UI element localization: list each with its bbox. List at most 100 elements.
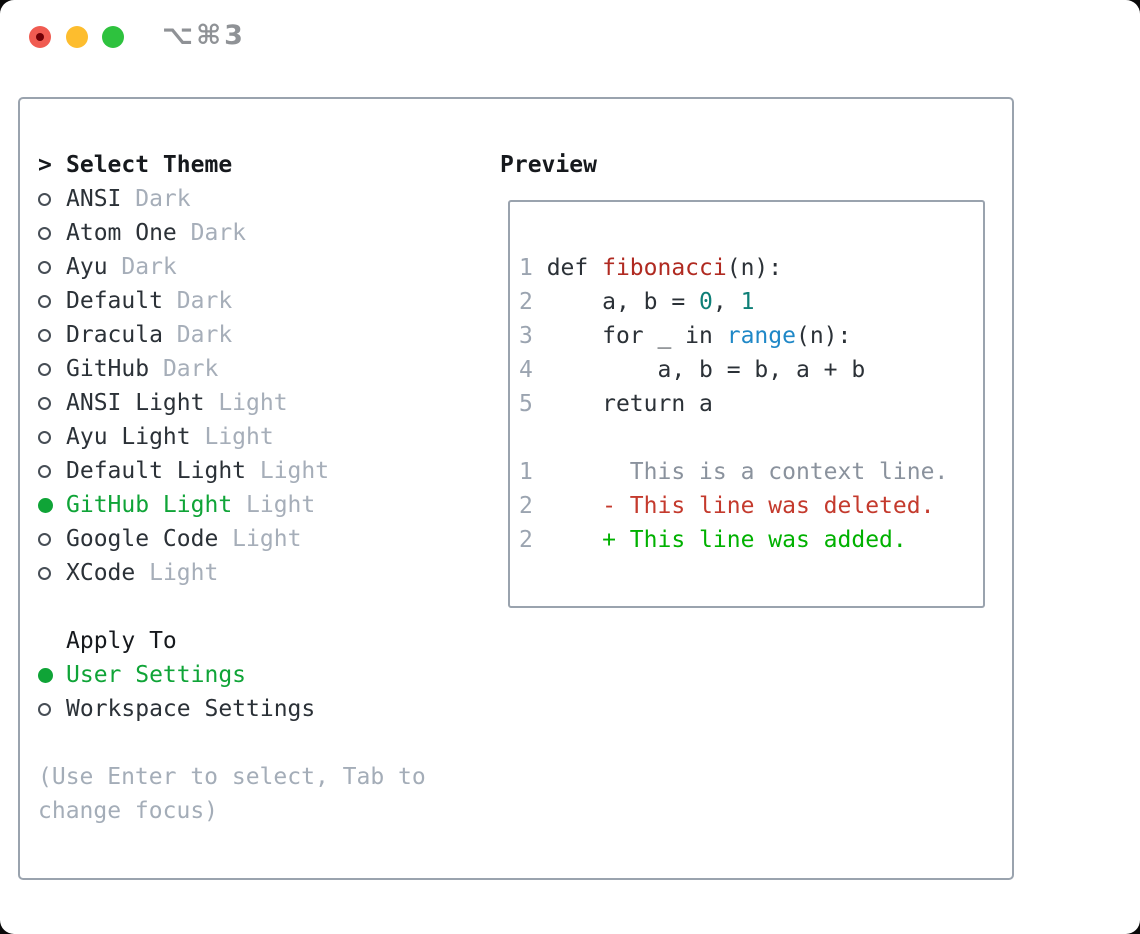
close-button-icon[interactable] [29,26,51,48]
theme-option[interactable]: ANSI Dark [38,182,468,216]
code-blank-line [519,421,979,455]
theme-option[interactable]: Default Dark [38,284,468,318]
theme-variant-label: Dark [176,220,247,246]
option-label: Google Code [66,526,219,552]
radio-unselected-icon [38,464,51,478]
radio-unselected-icon [38,532,51,546]
code-segment-num: 1 [740,289,755,315]
code-line: 2 - This line was deleted. [519,489,979,523]
code-segment-del: - This line was deleted. [546,493,935,519]
option-label: Dracula [66,322,163,348]
code-line: 2 + This line was added. [519,523,979,557]
theme-variant-label: Light [204,390,288,416]
line-number: 4 [519,357,547,383]
theme-option[interactable]: Dracula Dark [38,318,468,352]
code-segment-builtin: range [726,323,796,349]
radio-unselected-icon [38,566,51,580]
line-number: 2 [519,289,547,315]
code-segment-func: fibonacci [602,255,727,281]
theme-option[interactable]: GitHub Dark [38,352,468,386]
radio-unselected-icon [38,294,51,308]
select-theme-header: > Select Theme [38,148,468,182]
radio-unselected-icon [38,260,51,274]
code-segment-fg: a, b = b, a + b [546,357,866,383]
radio-unselected-icon [38,430,51,444]
code-segment-ctx: This is a context line. [546,459,949,485]
theme-variant-label: Light [246,458,330,484]
line-number: 1 [519,255,547,281]
line-number: 1 [519,459,547,485]
minimize-button-icon[interactable] [66,26,88,48]
theme-option[interactable]: Ayu Dark [38,250,468,284]
theme-option[interactable]: Google Code Light [38,522,468,556]
radio-unselected-icon [38,226,51,240]
code-segment-add: + This line was added. [546,527,907,553]
theme-variant-label: Light [232,492,316,518]
theme-option[interactable]: Atom One Dark [38,216,468,250]
spacer [38,590,468,624]
code-segment-fg: , [712,289,741,315]
code-segment-fg: (n): [726,255,783,281]
option-label: ANSI Light [66,390,205,416]
keyboard-hint: (Use Enter to select, Tab to change focu… [38,764,426,824]
radio-unselected-icon [38,396,51,410]
code-line: 4 a, b = b, a + b [519,353,979,387]
radio-unselected-icon [38,328,51,342]
theme-option[interactable]: GitHub Light Light [38,488,468,522]
option-label: ANSI [66,186,122,212]
radio-unselected-icon [38,362,51,376]
zoom-button-icon[interactable] [102,26,124,48]
title-bar: ⌥⌘3 [0,0,1140,72]
line-number: 3 [519,323,547,349]
radio-selected-icon [38,497,53,513]
theme-option[interactable]: ANSI Light Light [38,386,468,420]
theme-option[interactable]: Ayu Light Light [38,420,468,454]
theme-variant-label: Dark [121,186,191,212]
code-line: 1 def fibonacci(n): [519,251,979,285]
code-line: 2 a, b = 0, 1 [519,285,979,319]
spacer [38,726,468,760]
code-segment-fg: a, b = [546,289,700,315]
code-segment-num: 0 [699,289,713,315]
theme-variant-label: Dark [162,288,233,314]
theme-variant-label: Light [135,560,219,586]
theme-variant-label: Dark [107,254,177,280]
theme-variant-label: Dark [162,322,233,348]
option-label: GitHub Light [66,492,233,518]
line-number: 2 [519,527,547,553]
theme-variant-label: Light [218,526,302,552]
theme-option[interactable]: Default Light Light [38,454,468,488]
prompt-icon: > [38,152,52,178]
code-segment-fg: for _ in [546,323,727,349]
apply-to-header: Apply To [38,624,468,658]
option-label: Default Light [66,458,247,484]
apply-to-option[interactable]: Workspace Settings [38,692,468,726]
code-segment-fg: (n): [795,323,852,349]
line-number: 2 [519,493,547,519]
code-line: 5 return a [519,387,979,421]
radio-unselected-icon [38,192,51,206]
option-label: Ayu Light [66,424,191,450]
theme-variant-label: Dark [149,356,219,382]
select-theme-title: Select Theme [66,152,233,178]
option-label: User Settings [66,662,247,688]
code-line: 3 for _ in range(n): [519,319,979,353]
line-number: 5 [519,391,547,417]
option-label: Default [66,288,163,314]
option-label: Atom One [66,220,177,246]
option-label: GitHub [66,356,150,382]
preview-title: Preview [500,152,597,178]
window-title-shortcut: ⌥⌘3 [162,20,246,51]
apply-to-title: Apply To [66,628,177,654]
code-segment-fg: def [546,255,603,281]
option-label: Workspace Settings [66,696,316,722]
apply-to-option[interactable]: User Settings [38,658,468,692]
theme-option[interactable]: XCode Light [38,556,468,590]
option-label: XCode [66,560,136,586]
theme-variant-label: Light [190,424,274,450]
